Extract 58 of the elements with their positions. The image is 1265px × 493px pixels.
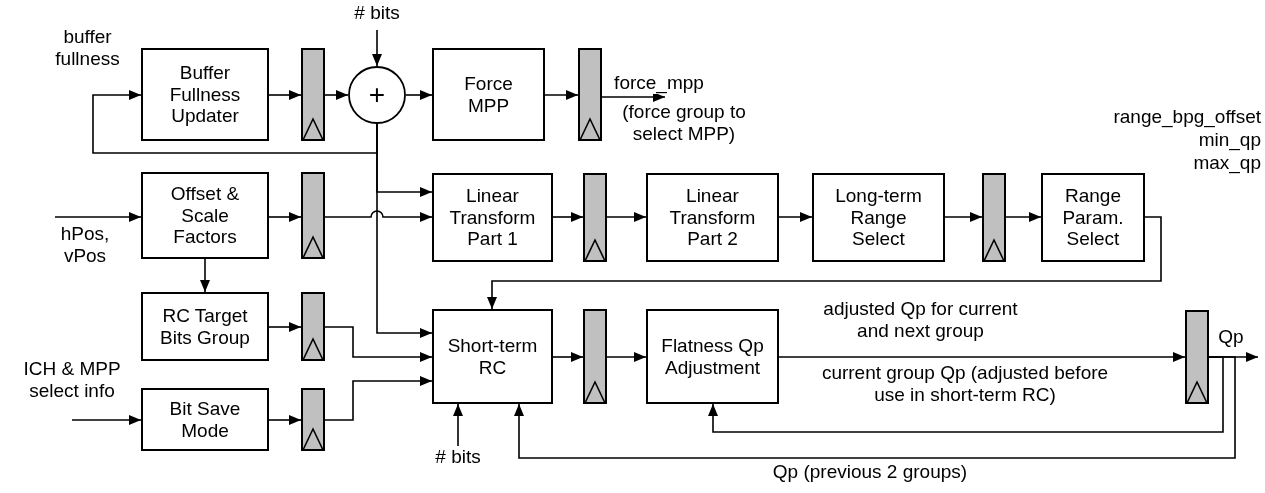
- arrow: [453, 403, 463, 447]
- process-box: Linear Transform Part 1: [432, 173, 553, 262]
- arrow: [268, 90, 302, 100]
- process-box: Force MPP: [432, 48, 545, 141]
- arrow: [324, 90, 349, 100]
- process-box: Linear Transform Part 2: [646, 173, 779, 262]
- adder-circle: +: [348, 66, 406, 124]
- process-box: Flatness Qp Adjustment: [646, 309, 779, 404]
- register-block: [578, 48, 602, 141]
- arrow: [405, 90, 433, 100]
- arrow: [376, 123, 433, 338]
- signal-label: min_qp: [1198, 129, 1261, 151]
- signal-label: range_bpg_offset: [1113, 106, 1261, 128]
- arrow: [544, 90, 579, 100]
- arrow: [708, 356, 1224, 433]
- arrow: [552, 352, 584, 362]
- arrow: [778, 352, 1186, 362]
- signal-label: max_qp: [1193, 152, 1261, 174]
- arrow: [268, 212, 302, 222]
- register-block: [301, 48, 325, 141]
- arrow: [514, 356, 1236, 459]
- process-box: Short-term RC: [432, 309, 553, 404]
- signal-label: ICH & MPP select info: [22, 358, 122, 402]
- register-block: [982, 173, 1006, 262]
- arrow: [487, 216, 1162, 310]
- process-box: Buffer Fullness Updater: [141, 48, 269, 141]
- process-box: Range Param. Select: [1041, 173, 1145, 262]
- arrow: [324, 326, 433, 362]
- signal-label: # bits: [435, 446, 481, 468]
- arrow: [268, 415, 302, 425]
- arrow: [606, 352, 647, 362]
- register-block: [301, 388, 325, 451]
- arrow: [268, 322, 302, 332]
- arrow: [601, 92, 666, 102]
- arrow: [71, 415, 142, 425]
- signal-label: (force group to select MPP): [621, 101, 747, 145]
- arrow: [606, 212, 647, 222]
- register-block: [583, 309, 607, 404]
- arrow: [778, 212, 813, 222]
- arrow: [944, 212, 983, 222]
- signal-label: hPos, vPos: [59, 223, 111, 267]
- arrow: [324, 376, 433, 421]
- arrow: [92, 90, 378, 154]
- process-box: Bit Save Mode: [141, 388, 269, 451]
- arrow: [200, 258, 210, 293]
- register-block: [583, 173, 607, 262]
- arrow: [1005, 212, 1042, 222]
- arrow: [372, 29, 382, 67]
- process-box: Offset & Scale Factors: [141, 172, 269, 259]
- signal-label: # bits: [354, 2, 400, 24]
- register-block: [301, 172, 325, 259]
- register-block: [1185, 310, 1209, 404]
- arrow: [54, 212, 142, 222]
- register-block: [301, 292, 325, 361]
- process-box: RC Target Bits Group: [141, 292, 269, 361]
- arrow: [552, 212, 584, 222]
- arrow: [324, 210, 433, 222]
- process-box: Long-term Range Select: [812, 173, 945, 262]
